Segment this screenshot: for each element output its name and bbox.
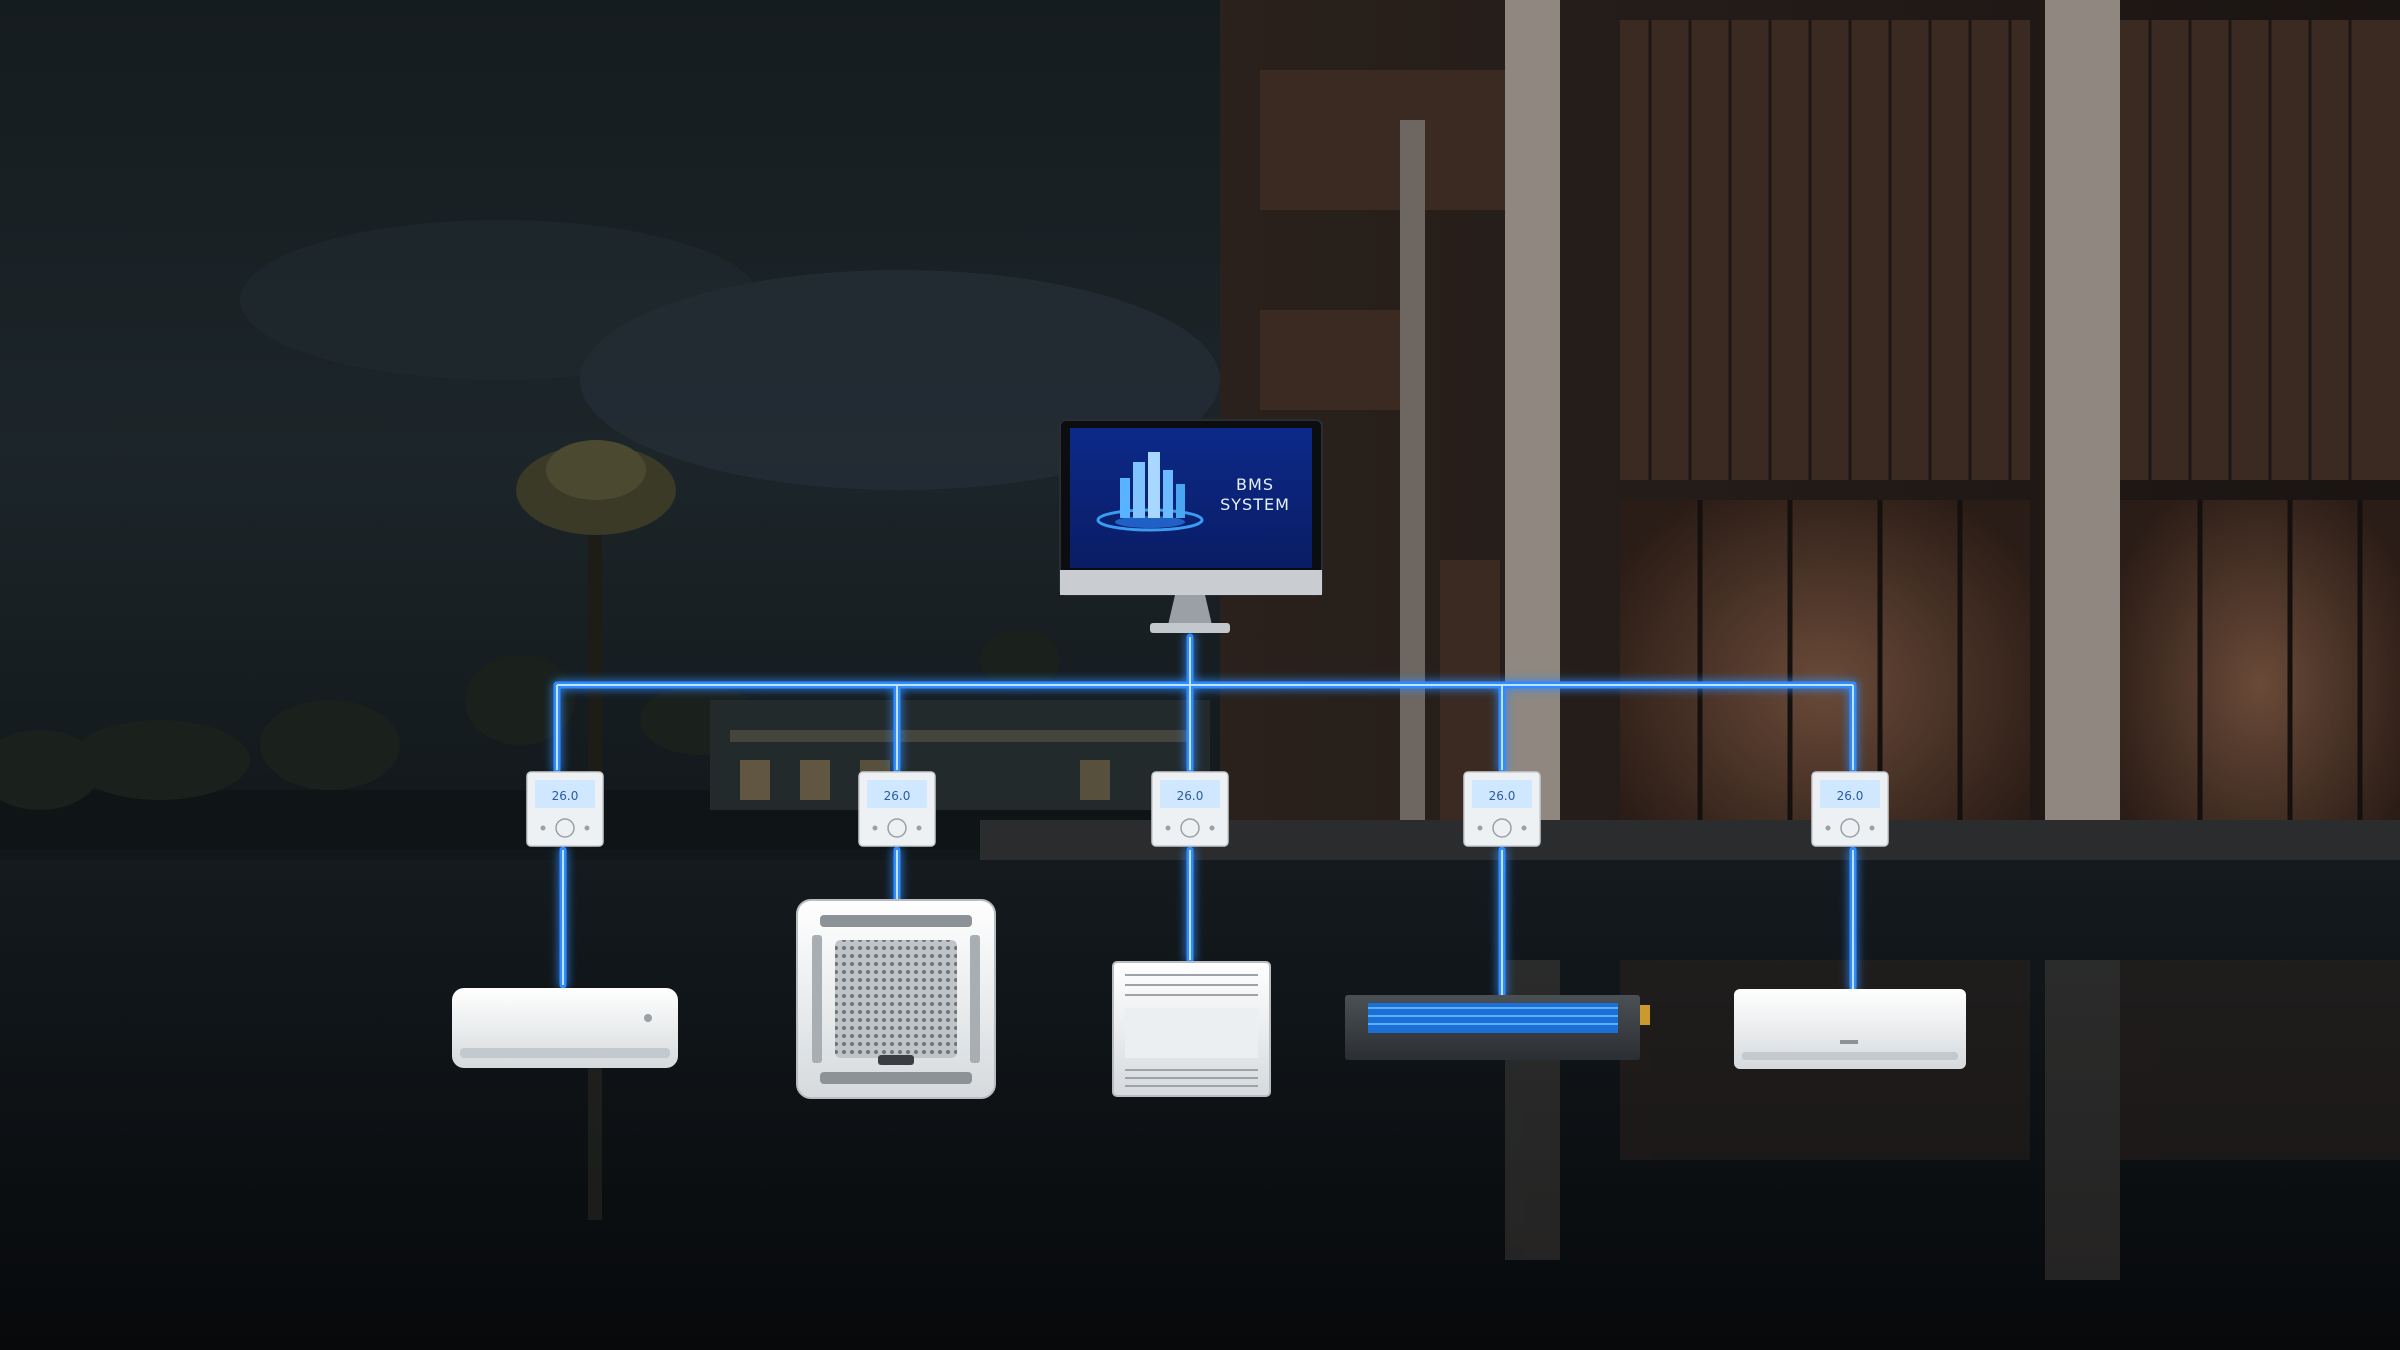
louver-lines: [1648, 20, 2352, 480]
monitor-screen: [1070, 428, 1312, 568]
wired-controller-icon: 26.0: [526, 771, 604, 847]
monitor-base: [1150, 623, 1230, 633]
floor-console-ac-icon: [1112, 961, 1271, 1097]
wired-controller-icon: 26.0: [858, 771, 936, 847]
network-line-cores: [556, 637, 1854, 995]
wall-mounted-ac-icon: [1734, 989, 1966, 1069]
bms-label: BMS: [1236, 475, 1274, 494]
wall-mounted-ac-icon: [452, 988, 678, 1068]
wired-controller-icon: 26.0: [1463, 771, 1541, 847]
distant-villa: [710, 700, 1210, 810]
reflecting-pool: [0, 860, 2400, 1350]
city-skyline-icon: [1096, 452, 1204, 532]
wired-controller-icon: 26.0: [1811, 771, 1889, 847]
cloud: [240, 220, 760, 380]
building-louvers: [1260, 20, 2400, 480]
controller-display: 26.0: [1489, 789, 1516, 803]
window-mullions: [1697, 500, 2363, 870]
controllers: 26.0 26.0 26.0 26.0 26.0: [526, 771, 1889, 847]
monitor-chin: [1060, 570, 1322, 595]
controller-display: 26.0: [884, 789, 911, 803]
cassette-ac-icon: [796, 899, 996, 1099]
wired-controller-icon: 26.0: [1151, 771, 1229, 847]
bms-monitor: BMS SYSTEM: [1059, 419, 1323, 633]
system-label: SYSTEM: [1220, 495, 1290, 514]
indoor-units: [452, 899, 1966, 1099]
building-columns: [1400, 0, 2120, 870]
monitor-stand: [1168, 595, 1212, 625]
controller-display: 26.0: [1177, 789, 1204, 803]
ducted-ac-icon: [1345, 995, 1650, 1060]
tree-cluster: [0, 630, 1060, 810]
controller-display: 26.0: [552, 789, 579, 803]
palm-tree: [516, 440, 676, 800]
controller-display: 26.0: [1837, 789, 1864, 803]
